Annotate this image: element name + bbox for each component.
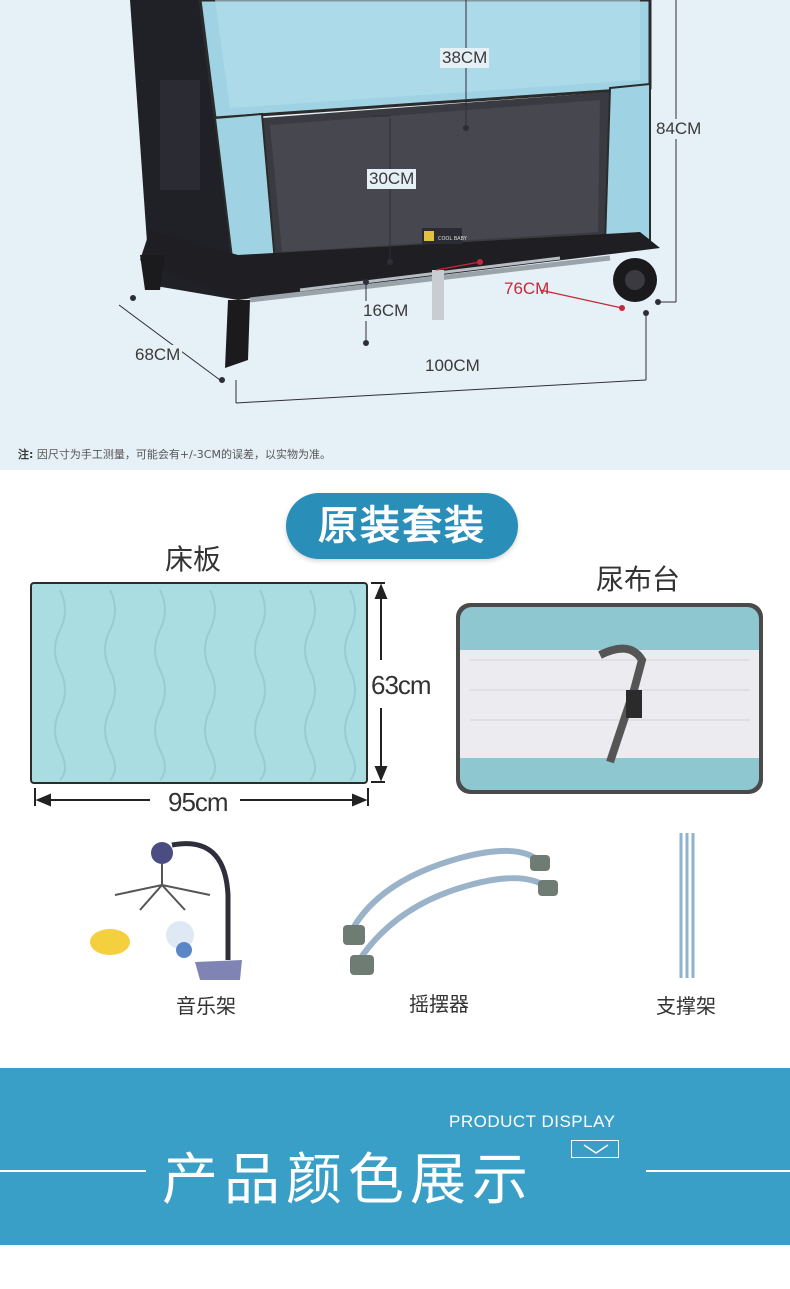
measurement-note: 注: 因尺寸为手工测量，可能会有+/-3CM的误差，以实物为准。 [18, 446, 331, 462]
rocker-label: 摇摆器 [409, 992, 469, 1016]
dimension-38cm: 38CM [440, 48, 490, 68]
product-display-banner [0, 1068, 790, 1245]
dimension-line-red [435, 261, 623, 309]
crib-leg-back-left [140, 255, 165, 290]
dimension-lines [118, 0, 677, 404]
dimension-100cm: 100CM [423, 356, 482, 376]
banner-line-right [646, 1170, 790, 1172]
music-mobile-label: 音乐架 [176, 994, 236, 1018]
set-title: 原装套装 [318, 503, 486, 549]
board-height-arrow [371, 582, 388, 783]
chevron-down-icon [571, 1140, 619, 1158]
board-width-value: 95cm [168, 787, 229, 817]
banner-english-title: PRODUCT DISPLAY [449, 1112, 616, 1131]
bed-board-image [30, 582, 368, 784]
brand-badge-text: COOL BABY [438, 236, 468, 242]
support-poles-image [679, 833, 695, 978]
banner-chinese-title: 产品颜色展示 [162, 1148, 534, 1213]
note-text: 因尺寸为手工测量，可能会有+/-3CM的误差，以实物为准。 [36, 448, 331, 461]
crib-base [140, 230, 660, 300]
dimension-30cm: 30CM [367, 169, 417, 189]
dimension-16cm: 16CM [361, 301, 411, 321]
dimension-68cm: 68CM [133, 345, 183, 365]
dimension-84cm: 84CM [654, 119, 704, 139]
board-width-arrow [34, 788, 369, 807]
bed-board-label: 床板 [165, 543, 222, 576]
music-mobile-image [90, 841, 242, 980]
set-illustrations [30, 582, 763, 980]
dimension-section: COOL BABY [0, 0, 790, 470]
crib-illustration: COOL BABY [118, 0, 677, 404]
crib-side-pocket [160, 80, 200, 190]
crib-center-support [432, 270, 444, 320]
set-title-pill: 原装套装 [286, 493, 518, 559]
support-label: 支撑架 [656, 994, 716, 1018]
rocker-image [349, 847, 551, 965]
dimension-dots [130, 125, 661, 383]
crib-leg-front-left [225, 300, 250, 368]
diaper-table-label: 尿布台 [596, 563, 681, 596]
banner-line-left [0, 1170, 146, 1172]
board-height-value: 63cm [371, 670, 432, 700]
dimension-76cm: 76CM [504, 279, 550, 298]
note-prefix: 注: [18, 448, 34, 461]
